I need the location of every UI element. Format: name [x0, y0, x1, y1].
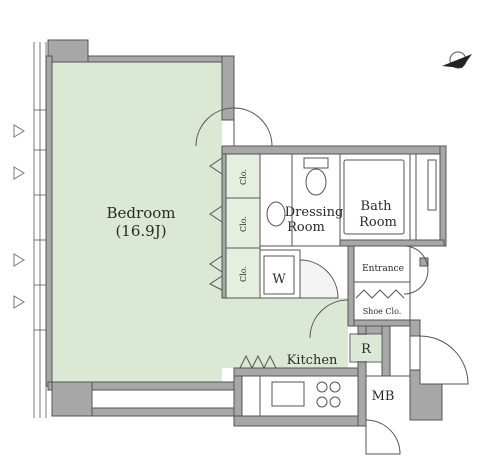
refrigerator-label: R — [361, 342, 372, 357]
dressing-door-swing — [299, 259, 339, 299]
dressing-room-label-2: Room — [287, 220, 325, 235]
door-swings — [195, 107, 469, 455]
bath-room-label-1: Bath — [361, 199, 393, 214]
kitchen-door-swing — [309, 299, 349, 339]
window-triangle-icon — [13, 295, 25, 309]
walls — [45, 39, 447, 427]
window-triangle-icons — [13, 124, 25, 309]
bedroom-door-swing — [233, 107, 273, 147]
mb-door-swing — [365, 419, 401, 455]
bedroom-size-label: (16.9J) — [115, 222, 166, 240]
washer-label: W — [272, 272, 286, 287]
mb-label: MB — [372, 389, 395, 404]
window-triangle-icon — [13, 166, 25, 180]
window-triangle-icon — [13, 253, 25, 267]
north-arrow-icon — [442, 51, 472, 69]
toilet-icon — [303, 157, 329, 196]
window-triangle-icon — [13, 124, 25, 138]
shoe-closet-label: Shoe Clo. — [363, 307, 402, 316]
refrigerator-area — [351, 335, 381, 361]
window-strip — [33, 42, 47, 418]
kitchen-label: Kitchen — [287, 353, 338, 368]
closet-label-1: Clo. — [239, 169, 248, 185]
dressing-room-label-1: Dressing — [285, 205, 344, 220]
bath-room-label-2: Room — [359, 215, 397, 230]
bifold-doors — [209, 157, 405, 370]
sink-icon — [266, 201, 286, 227]
closet-label-3: Clo. — [239, 266, 248, 282]
closet-label-2: Clo. — [239, 216, 248, 232]
bedroom-floor — [52, 60, 222, 382]
entrance-label: Entrance — [362, 264, 404, 274]
entrance-door-swing — [419, 335, 469, 385]
interior-lines — [225, 153, 441, 420]
bedroom-floor-mid — [222, 150, 260, 298]
bedroom-label: Bedroom — [107, 204, 176, 222]
bedroom-floor-lower — [222, 298, 348, 368]
stove-icon — [316, 381, 341, 408]
